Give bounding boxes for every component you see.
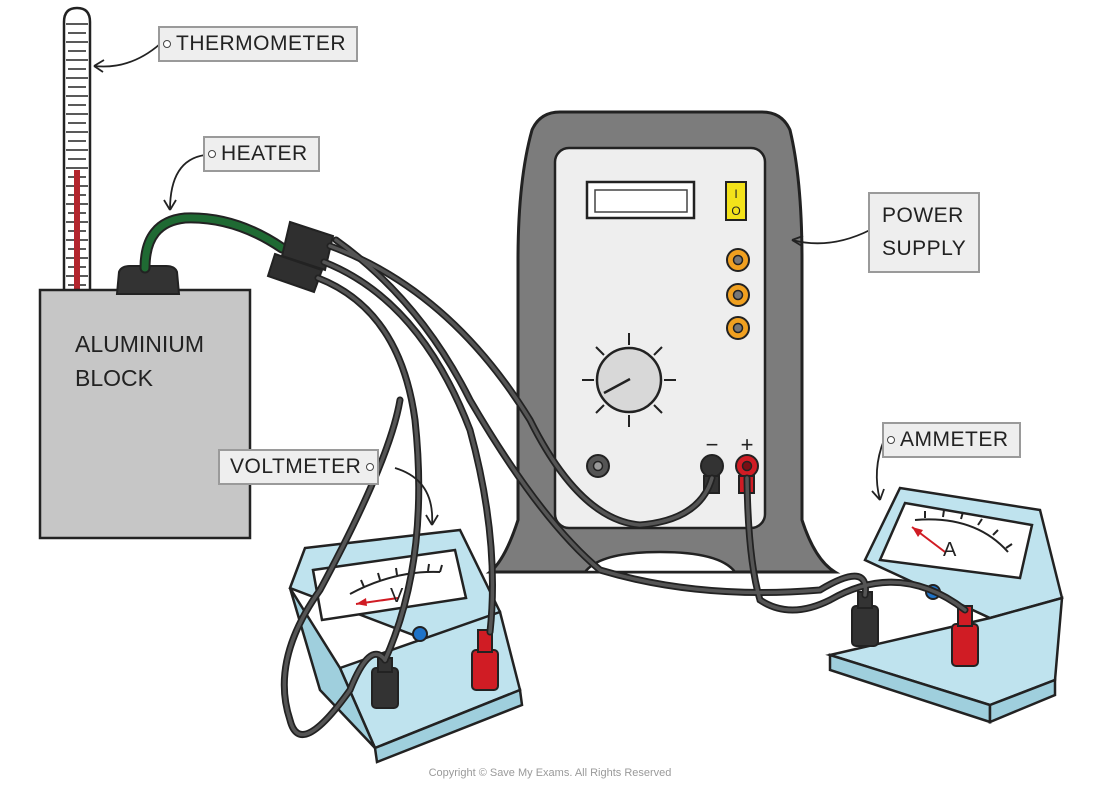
voltmeter-label-text: VOLTMETER [230,455,362,478]
voltmeter-black-plug [371,667,399,709]
copyright-notice: Copyright © Save My Exams. All Rights Re… [428,767,672,779]
power-supply-front-panel [553,146,767,530]
voltmeter-unit: V [390,585,404,607]
thermometer-label: THERMOMETER [158,26,358,63]
aluminium-block: ALUMINIUM BLOCK [38,265,252,540]
voltmeter: V [288,528,524,764]
voltmeter-red-plug [471,649,499,691]
power-supply-label-line2: SUPPLY [882,236,967,260]
heater-connector [266,220,335,294]
ammeter-dial-face [878,501,1034,580]
power-switch[interactable]: I O [725,181,747,221]
ammeter: A [825,486,1064,724]
power-supply-label: POWER SUPPLY [868,192,981,274]
switch-on-symbol: I [734,187,737,201]
thermometer [62,6,92,302]
heater-pointer [169,154,206,211]
power-supply-display-inner [594,189,688,213]
ammeter-label-text: AMMETER [900,428,1009,451]
thermometer-pointer [93,43,161,68]
heater-label-text: HEATER [221,142,308,165]
power-supply: I O − + [485,110,841,574]
block-label-line2: BLOCK [75,365,154,391]
output-sockets [726,248,750,340]
heater-cap [115,265,181,295]
thermometer-liquid [74,170,80,300]
power-supply-label-line1: POWER [882,204,964,227]
ammeter-unit: A [943,539,957,561]
ammeter-red-plug [951,623,979,667]
power-supply-pointer [791,229,871,245]
negative-terminal-label: − [706,432,719,457]
voltage-dial[interactable] [582,333,676,427]
voltmeter-label: VOLTMETER [218,449,380,486]
earth-terminal[interactable] [586,454,610,478]
voltmeter-pointer [394,467,434,526]
heater-label: HEATER [203,136,320,173]
positive-terminal-label: + [741,432,754,457]
label-pointers [93,43,885,526]
switch-off-symbol: O [731,204,740,218]
negative-terminal[interactable] [700,454,724,478]
ammeter-black-plug [851,605,879,647]
power-supply-feet-gap [582,550,738,574]
block-label-line1: ALUMINIUM [75,331,204,357]
circuit-wires [280,236,969,738]
ammeter-label: AMMETER [882,422,1021,459]
voltmeter-button[interactable] [412,626,428,642]
thermometer-label-text: THERMOMETER [176,32,346,55]
dial-pointer [603,377,631,395]
